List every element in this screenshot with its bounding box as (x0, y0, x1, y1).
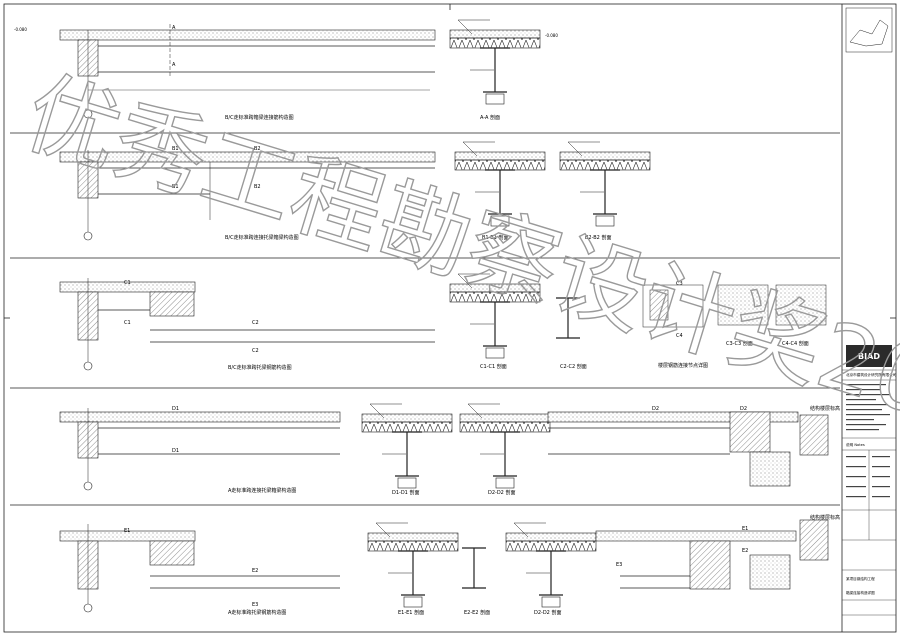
row-2: B1 B2 B1 B2 B/C走标准跨连接托梁箱梁构造图 B1-B1 剖面 B2… (59, 141, 651, 241)
drawing-title: 箱梁连接构造详图 (846, 590, 875, 595)
section-label: C2-C2 剖面 (560, 363, 587, 370)
notes-label: 说明 Notes (846, 442, 865, 447)
company-name: 北京市建筑设计研究院有限公司 (846, 372, 897, 377)
project-name: 某项目钢结构工程 (846, 576, 875, 581)
section-tag: B2 (254, 184, 261, 190)
section-tag: B2 (254, 146, 261, 152)
section-tag: D2 (740, 406, 747, 412)
section-tag: E1 (124, 528, 130, 534)
row-4: D1 D1 A走标准跨连接托梁箱梁构造图 D1-D1 剖面 D2-D2 剖面 D… (59, 403, 840, 496)
title-block: BIAD 北京市建筑设计研究院有限公司 说明 Notes 某项目钢结构工程 箱梁… (841, 4, 897, 632)
section-tag: C1 (124, 280, 131, 286)
logo (846, 345, 892, 367)
elevation-left: -0.080 (14, 27, 27, 32)
elevation-right: -0.080 (545, 33, 558, 38)
section-tag: C2 (252, 348, 259, 354)
section-label: B2-B2 剖面 (585, 234, 611, 241)
callout-note: 结构楼层标高 (810, 514, 840, 521)
section-label: B1-B1 剖面 (482, 234, 508, 241)
section-label: D2-D2 剖面 (534, 609, 561, 616)
section-tag: D1 (172, 448, 179, 454)
section-tag: A (172, 62, 176, 68)
detail-title: A走标准跨连接托梁箱梁构造图 (228, 487, 296, 494)
section-label: 楼层钢筋连接节点详图 (658, 362, 708, 369)
section-tag: B1 (172, 184, 179, 190)
section-tag: C2 (252, 320, 259, 326)
section-tag: E3 (252, 602, 258, 608)
row-5: E1 E2 E3 A走标准跨托梁钢筋构造图 E1-E1 剖面 E2-E2 剖面 … (59, 514, 840, 616)
row-1: A A -0.080 -0.080 B/C走标准跨箱梁连接筋构造图 A-A 剖面 (14, 19, 558, 121)
logo-text: BIAD (858, 352, 880, 361)
section-label: E1-E1 剖面 (398, 609, 424, 616)
section-tag: C1 (124, 320, 131, 326)
row-dividers (10, 132, 840, 506)
section-tag: C3 (676, 281, 683, 287)
section-tag: D1 (172, 406, 179, 412)
section-tag: A (172, 25, 176, 31)
row-3: C1 C2 C1 C2 B/C走标准跨托梁钢筋构造图 C1-C1 剖面 C2-C… (59, 273, 827, 371)
detail-title: B/C走标准跨托梁钢筋构造图 (228, 364, 292, 371)
section-tag: E2 (252, 568, 258, 574)
section-tag: E2 (742, 548, 748, 554)
section-label: C4-C4 剖面 (782, 340, 809, 347)
detail-title: B/C走标准跨连接托梁箱梁构造图 (225, 234, 299, 241)
section-tag: E1 (742, 526, 748, 532)
section-label: E2-E2 剖面 (464, 609, 490, 616)
section-label: D2-D2 剖面 (488, 489, 515, 496)
section-label: C1-C1 剖面 (480, 363, 507, 370)
section-tag: E3 (616, 562, 622, 568)
callout-note: 结构楼层标高 (810, 405, 840, 412)
detail-title: B/C走标准跨箱梁连接筋构造图 (225, 114, 294, 121)
section-label: A-A 剖面 (480, 114, 500, 121)
section-tag: C4 (676, 333, 683, 339)
section-label: D1-D1 剖面 (392, 489, 419, 496)
section-tag: D2 (652, 406, 659, 412)
detail-title: A走标准跨托梁钢筋构造图 (228, 609, 286, 616)
section-tag: B1 (172, 146, 179, 152)
section-label: C3-C3 剖面 (726, 340, 753, 347)
